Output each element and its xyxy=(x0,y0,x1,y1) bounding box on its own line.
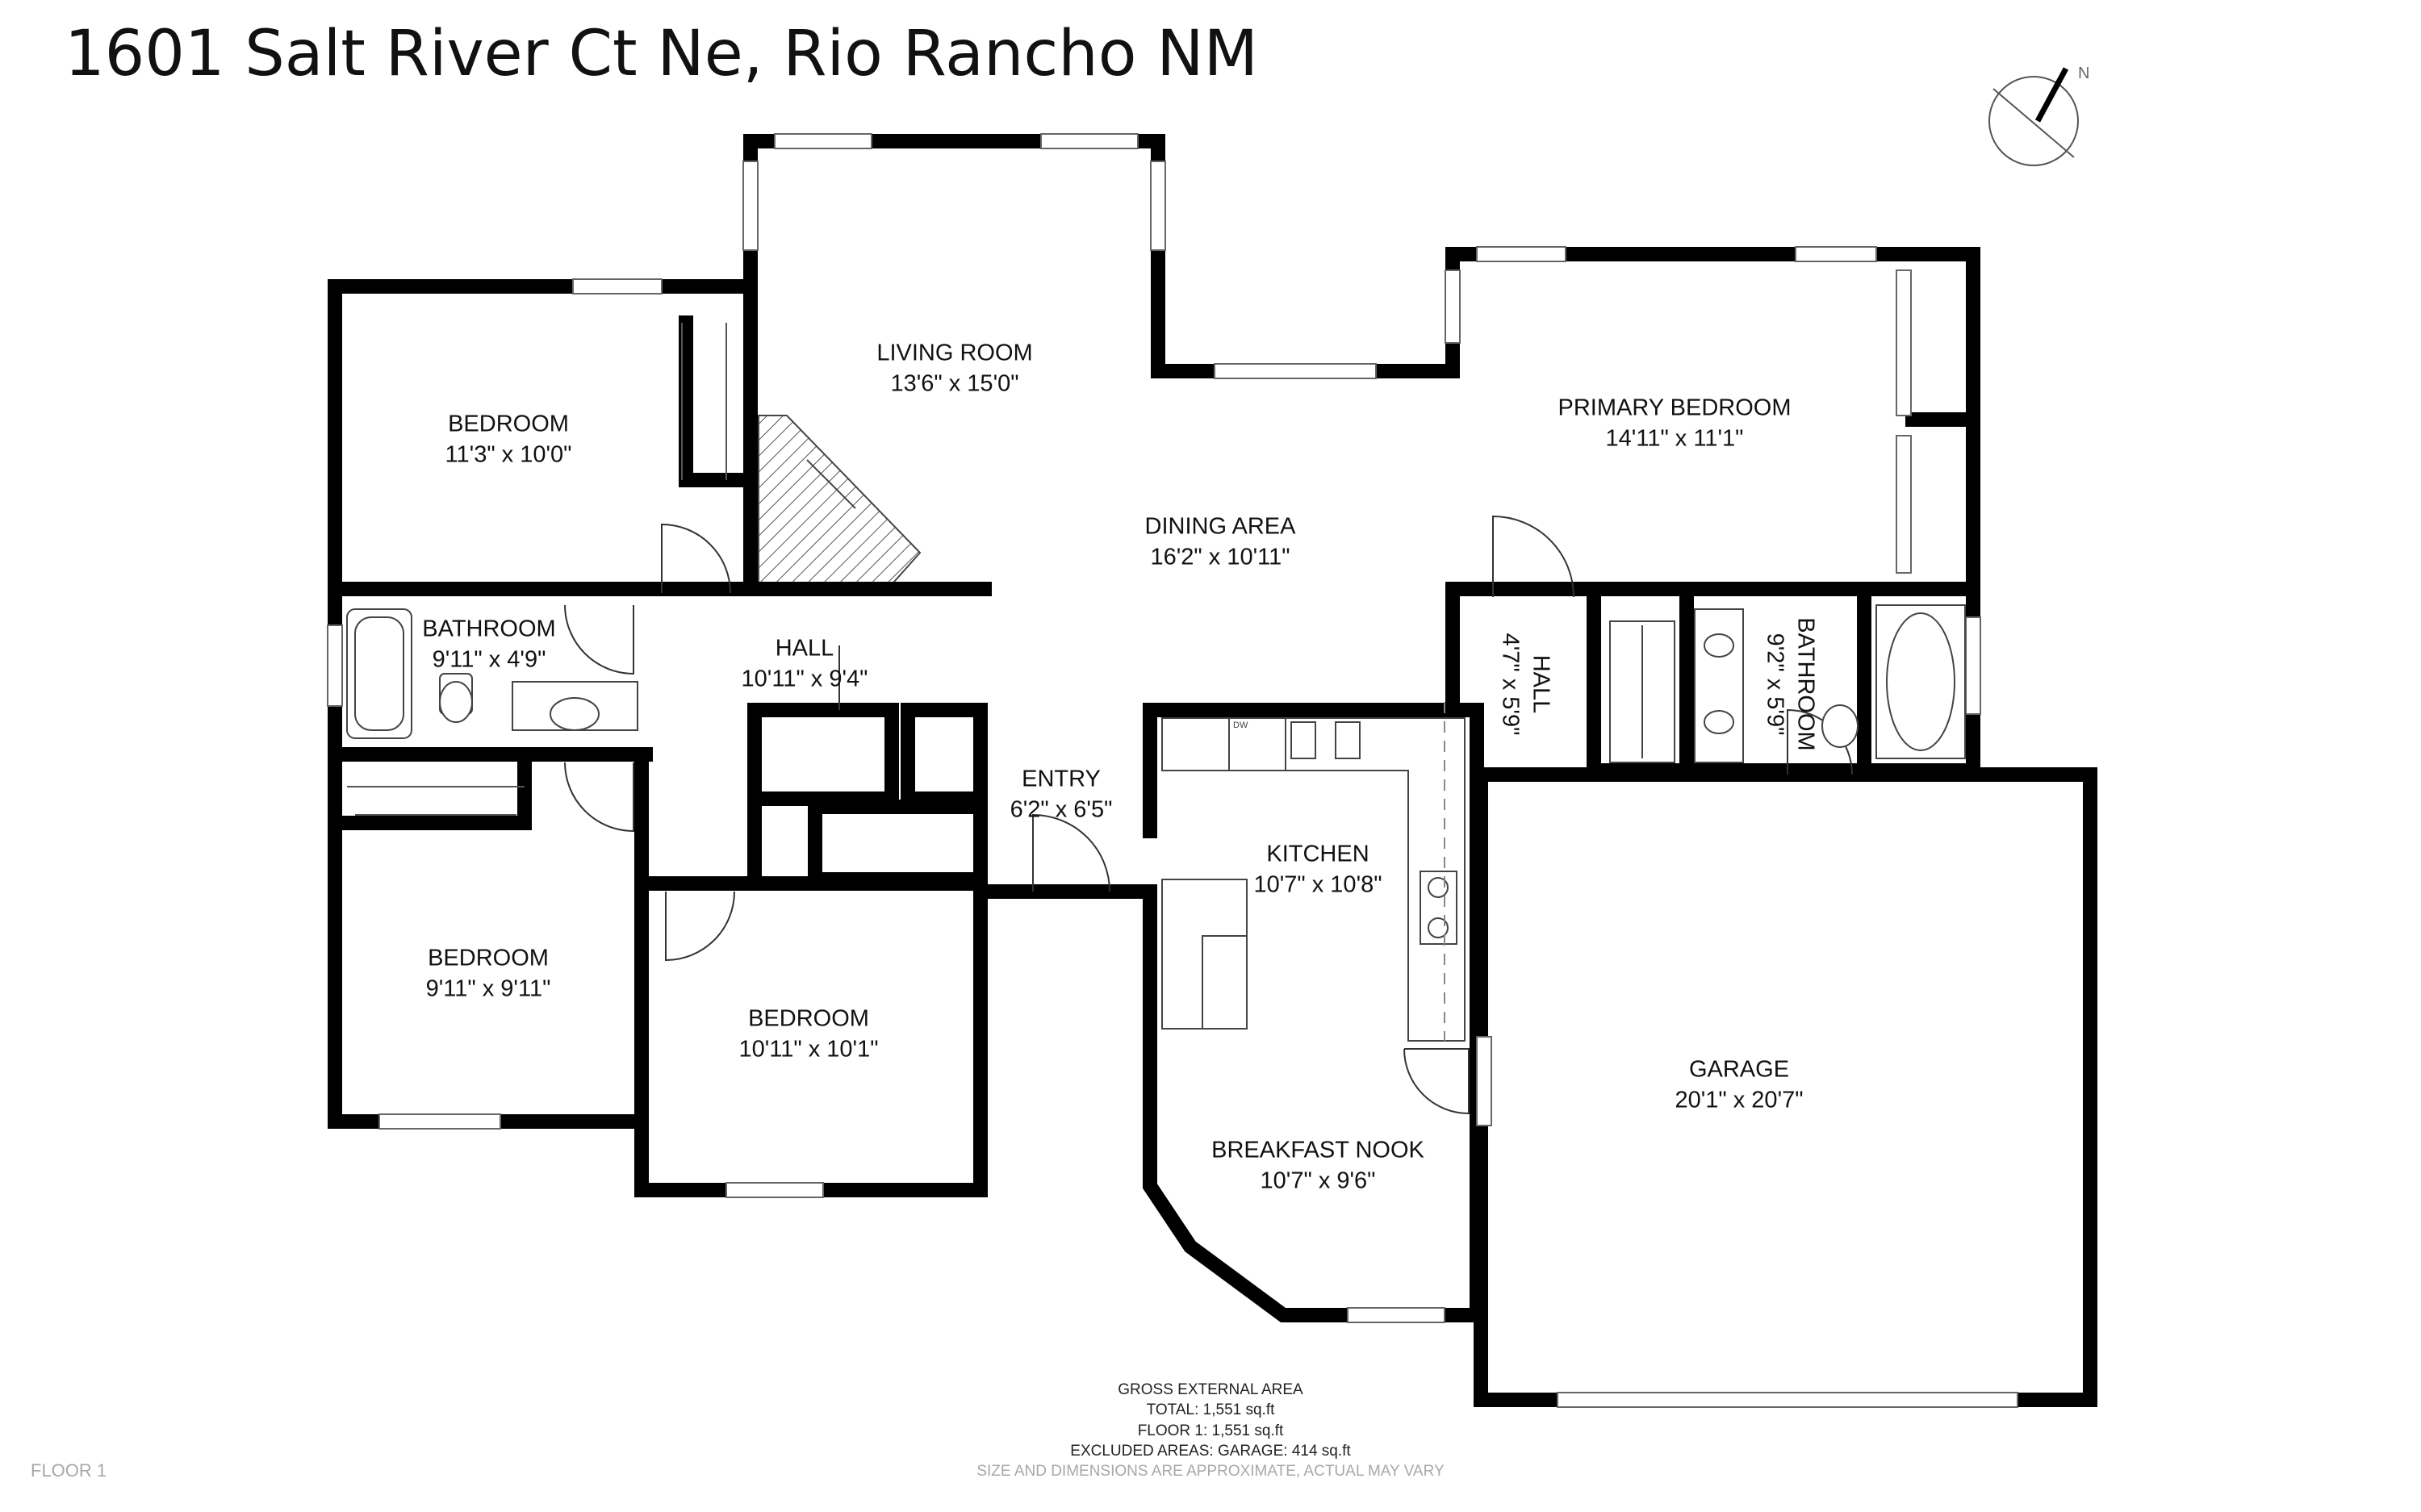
room-dims: 14'11" x 11'1" xyxy=(1605,426,1744,452)
room-name: PRIMARY BEDROOM xyxy=(1558,395,1792,421)
windows xyxy=(327,133,2018,1408)
room-dims: 10'7" x 10'8" xyxy=(1253,872,1382,898)
room-dims: 20'1" x 20'7" xyxy=(1675,1088,1804,1113)
room-name: BEDROOM xyxy=(748,1005,869,1032)
compass-north-label: N xyxy=(2078,65,2090,82)
floor-label: FLOOR 1 xyxy=(31,1460,107,1481)
room-bathroom-west: BATHROOM 9'11" x 4'9" xyxy=(422,614,555,676)
area-heading: GROSS EXTERNAL AREA xyxy=(1118,1381,1303,1398)
fireplace xyxy=(758,415,922,590)
closet-doors xyxy=(347,323,727,816)
room-bedroom-nw: BEDROOM 11'3" x 10'0" xyxy=(445,409,572,471)
room-name: LIVING ROOM xyxy=(876,340,1033,366)
room-dining: DINING AREA 16'2" x 10'11" xyxy=(1145,512,1296,574)
property-title: 1601 Salt River Ct Ne, Rio Rancho NM xyxy=(65,18,1258,90)
kitchen-counters xyxy=(1161,717,1466,1042)
bath-fixtures-west xyxy=(346,608,638,739)
area-summary: GROSS EXTERNAL AREA TOTAL: 1,551 sq.ft F… xyxy=(976,1380,1444,1481)
room-bedroom-s: BEDROOM 10'11" x 10'1" xyxy=(738,1004,878,1066)
room-kitchen: KITCHEN 10'7" x 10'8" xyxy=(1253,839,1382,901)
room-name: BEDROOM xyxy=(428,945,549,971)
room-name: HALL xyxy=(1528,654,1554,714)
room-name: KITCHEN xyxy=(1266,841,1369,867)
door-swings xyxy=(564,515,1853,1115)
room-living: LIVING ROOM 13'6" x 15'0" xyxy=(876,338,1032,400)
room-name: BREAKFAST NOOK xyxy=(1211,1137,1424,1163)
room-dims: 10'11" x 10'1" xyxy=(738,1037,879,1063)
room-dims: 9'2" x 5'9" xyxy=(1762,633,1788,736)
room-hall-east: HALL 4'7" x 5'9" xyxy=(1495,633,1557,736)
walls xyxy=(328,134,2097,1407)
room-dims: 4'7" x 5'9" xyxy=(1497,633,1523,736)
room-name: DINING AREA xyxy=(1144,513,1296,540)
room-dims: 6'2" x 6'5" xyxy=(1010,797,1113,823)
room-name: BATHROOM xyxy=(422,616,556,642)
area-disclaimer: SIZE AND DIMENSIONS ARE APPROXIMATE, ACT… xyxy=(976,1463,1445,1481)
room-name: HALL xyxy=(775,635,834,662)
room-hall-main: HALL 10'11" x 9'4" xyxy=(742,633,868,695)
room-name: ENTRY xyxy=(1022,766,1101,792)
bath-fixtures-east xyxy=(1609,604,1966,763)
room-primary-bedroom: PRIMARY BEDROOM 14'11" x 11'1" xyxy=(1558,393,1792,455)
area-excluded: EXCLUDED AREAS: GARAGE: 414 sq.ft xyxy=(1070,1442,1351,1460)
room-entry: ENTRY 6'2" x 6'5" xyxy=(1010,764,1113,826)
compass xyxy=(1988,67,2079,166)
room-dims: 11'3" x 10'0" xyxy=(445,442,572,468)
room-dims: 13'6" x 15'0" xyxy=(890,371,1019,397)
room-name: GARAGE xyxy=(1688,1056,1790,1083)
room-name: BEDROOM xyxy=(448,411,569,437)
room-dims: 10'11" x 9'4" xyxy=(741,666,868,692)
room-dims: 16'2" x 10'11" xyxy=(1150,545,1290,570)
room-dims: 9'11" x 9'11" xyxy=(425,976,551,1002)
room-breakfast-nook: BREAKFAST NOOK 10'7" x 9'6" xyxy=(1211,1135,1424,1197)
room-dims: 9'11" x 4'9" xyxy=(432,647,546,673)
room-bathroom-east: BATHROOM 9'2" x 5'9" xyxy=(1759,617,1821,750)
area-floor1: FLOOR 1: 1,551 sq.ft xyxy=(1137,1422,1284,1439)
dishwasher-label: DW xyxy=(1233,720,1248,730)
room-garage: GARAGE 20'1" x 20'7" xyxy=(1675,1055,1803,1117)
area-total: TOTAL: 1,551 sq.ft xyxy=(1146,1401,1275,1419)
room-bedroom-sw: BEDROOM 9'11" x 9'11" xyxy=(426,943,551,1005)
room-dims: 10'7" x 9'6" xyxy=(1260,1168,1376,1194)
room-name: BATHROOM xyxy=(1792,617,1819,751)
